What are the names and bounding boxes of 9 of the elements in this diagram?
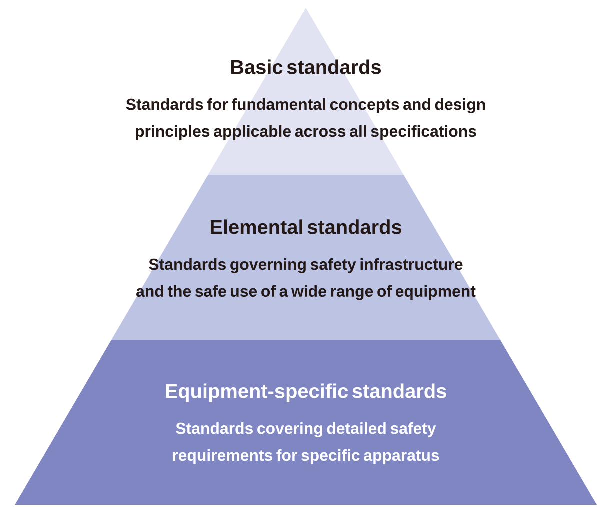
band-description: Standards for fundamental concepts and design principles applicable across all specifications [126,98,486,140]
pyramid-band [126,8,486,175]
band-heading: Elemental standards [211,220,402,234]
band-description: Standards covering detailed safety requirements for specific apparatus [173,422,440,464]
pyramid-band [15,340,597,505]
band-description: Standards governing safety infrastructure and the safe use of a wide range of equipment [136,258,476,300]
band-heading: Basic standards [231,60,382,74]
band-heading: Equipment-specific standards [166,384,446,402]
pyramid-band [112,175,500,340]
